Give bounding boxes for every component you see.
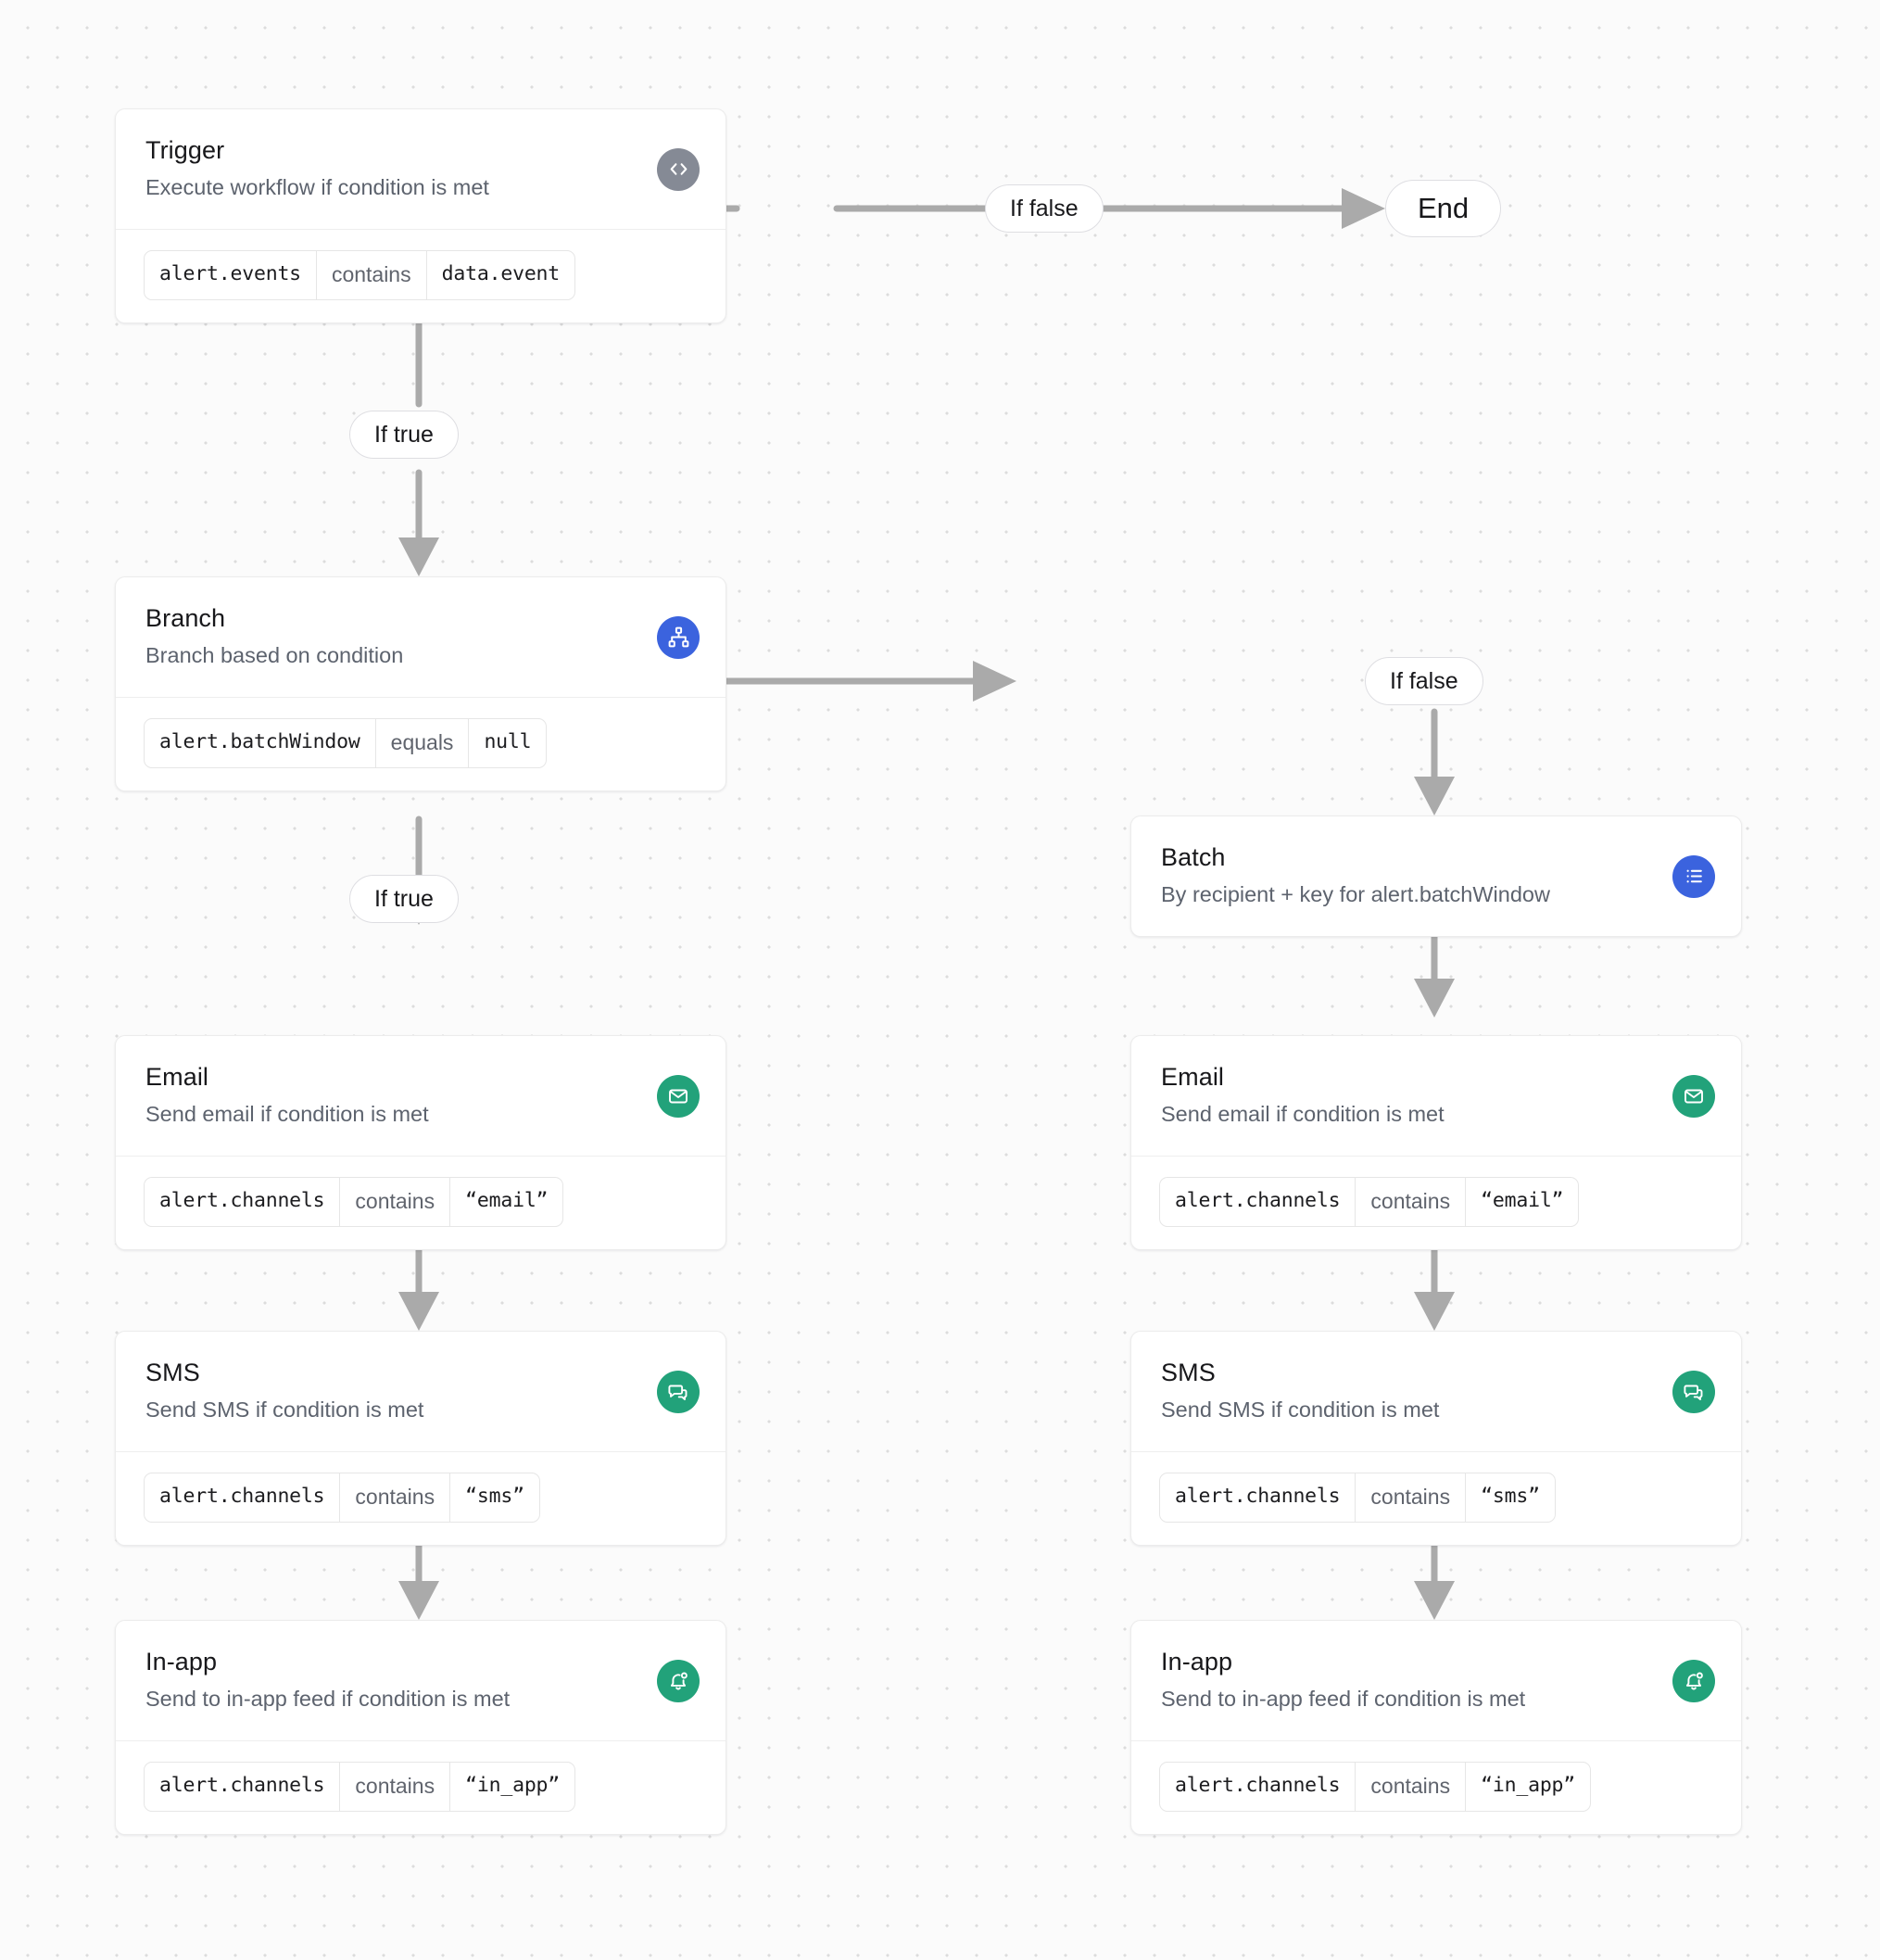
- condition-operator: contains: [1355, 1473, 1467, 1523]
- node-sms-left-condition: alert.channels contains “sms”: [116, 1451, 726, 1545]
- node-inapp-right-title: In-app: [1161, 1648, 1233, 1675]
- node-email-right[interactable]: Email Send email if condition is met ale…: [1130, 1035, 1742, 1251]
- condition-value: “sms”: [1481, 1485, 1540, 1509]
- condition-field: alert.channels: [159, 1485, 325, 1509]
- condition-pill[interactable]: alert.channels contains “in_app”: [144, 1762, 576, 1813]
- condition-field: alert.channels: [1175, 1485, 1341, 1509]
- condition-field: alert.channels: [159, 1774, 325, 1798]
- condition-pill[interactable]: alert.channels contains “sms”: [1159, 1473, 1556, 1524]
- condition-pill[interactable]: alert.channels contains “email”: [1159, 1177, 1580, 1228]
- node-trigger-header: Trigger Execute workflow if condition is…: [116, 109, 726, 229]
- node-inapp-left-subtitle: Send to in-app feed if condition is met: [145, 1686, 511, 1711]
- node-branch-subtitle: Branch based on condition: [145, 642, 404, 667]
- list-icon: [1672, 854, 1715, 898]
- condition-value: “in_app”: [1481, 1774, 1576, 1798]
- node-email-right-subtitle: Send email if condition is met: [1161, 1101, 1445, 1126]
- condition-field: alert.channels: [1175, 1774, 1341, 1798]
- condition-pill[interactable]: alert.events contains data.event: [144, 250, 576, 301]
- node-inapp-right-header: In-app Send to in-app feed if condition …: [1131, 1621, 1741, 1740]
- node-sms-right-title: SMS: [1161, 1359, 1216, 1386]
- condition-pill[interactable]: alert.channels contains “in_app”: [1159, 1762, 1592, 1813]
- node-email-right-condition: alert.channels contains “email”: [1131, 1156, 1741, 1249]
- bell-icon: [657, 1659, 700, 1702]
- node-sms-right[interactable]: SMS Send SMS if condition is met alert.c…: [1130, 1331, 1742, 1547]
- node-email-left-condition: alert.channels contains “email”: [116, 1156, 726, 1249]
- condition-field: alert.batchWindow: [159, 730, 360, 754]
- code-brackets-icon: [657, 147, 700, 191]
- condition-operator: equals: [374, 719, 470, 768]
- condition-pill[interactable]: alert.batchWindow equals null: [144, 718, 548, 769]
- condition-value: data.event: [441, 262, 561, 286]
- condition-value: “in_app”: [465, 1774, 561, 1798]
- node-email-right-title: Email: [1161, 1063, 1225, 1091]
- node-batch-subtitle: By recipient + key for alert.batchWindow: [1161, 881, 1550, 906]
- node-sms-right-header: SMS Send SMS if condition is met: [1131, 1332, 1741, 1451]
- condition-operator: contains: [1355, 1763, 1467, 1812]
- condition-value: “email”: [1481, 1189, 1564, 1213]
- condition-value: “email”: [465, 1189, 549, 1213]
- condition-operator: contains: [339, 1763, 451, 1812]
- node-batch-title: Batch: [1161, 843, 1226, 871]
- node-inapp-right-subtitle: Send to in-app feed if condition is met: [1161, 1686, 1526, 1711]
- condition-pill[interactable]: alert.channels contains “email”: [144, 1177, 564, 1228]
- condition-operator: contains: [315, 251, 427, 300]
- hierarchy-icon: [657, 615, 700, 659]
- node-sms-left-title: SMS: [145, 1359, 200, 1386]
- node-inapp-left-condition: alert.channels contains “in_app”: [116, 1740, 726, 1834]
- node-branch-header: Branch Branch based on condition: [116, 577, 726, 697]
- condition-field: alert.channels: [1175, 1189, 1341, 1213]
- edge-label-branch-true[interactable]: If true: [349, 875, 459, 923]
- condition-field: alert.events: [159, 262, 301, 286]
- node-batch[interactable]: Batch By recipient + key for alert.batch…: [1130, 816, 1742, 938]
- node-trigger-title: Trigger: [145, 136, 225, 164]
- node-sms-right-subtitle: Send SMS if condition is met: [1161, 1397, 1440, 1422]
- node-trigger-condition: alert.events contains data.event: [116, 229, 726, 322]
- chat-bubble-icon: [657, 1370, 700, 1413]
- edge-label-branch-false[interactable]: If false: [1365, 657, 1483, 705]
- condition-field: alert.channels: [159, 1189, 325, 1213]
- node-sms-left-header: SMS Send SMS if condition is met: [116, 1332, 726, 1451]
- node-trigger-subtitle: Execute workflow if condition is met: [145, 174, 489, 199]
- node-end[interactable]: End: [1385, 180, 1502, 237]
- condition-pill[interactable]: alert.channels contains “sms”: [144, 1473, 540, 1524]
- node-email-left-header: Email Send email if condition is met: [116, 1036, 726, 1156]
- condition-operator: contains: [1355, 1178, 1467, 1227]
- edge-label-trigger-false[interactable]: If false: [985, 184, 1104, 233]
- node-inapp-right[interactable]: In-app Send to in-app feed if condition …: [1130, 1620, 1742, 1836]
- node-sms-right-condition: alert.channels contains “sms”: [1131, 1451, 1741, 1545]
- node-sms-left-subtitle: Send SMS if condition is met: [145, 1397, 424, 1422]
- envelope-icon: [1672, 1074, 1715, 1118]
- condition-operator: contains: [339, 1473, 451, 1523]
- node-email-left-subtitle: Send email if condition is met: [145, 1101, 429, 1126]
- node-trigger[interactable]: Trigger Execute workflow if condition is…: [115, 108, 726, 324]
- edge-label-trigger-true[interactable]: If true: [349, 411, 459, 459]
- node-branch[interactable]: Branch Branch based on condition alert.b…: [115, 576, 726, 792]
- node-branch-condition: alert.batchWindow equals null: [116, 697, 726, 790]
- node-inapp-left-title: In-app: [145, 1648, 218, 1675]
- node-email-left-title: Email: [145, 1063, 209, 1091]
- condition-operator: contains: [339, 1178, 451, 1227]
- condition-value: null: [484, 730, 532, 754]
- node-inapp-right-condition: alert.channels contains “in_app”: [1131, 1740, 1741, 1834]
- node-inapp-left[interactable]: In-app Send to in-app feed if condition …: [115, 1620, 726, 1836]
- node-email-right-header: Email Send email if condition is met: [1131, 1036, 1741, 1156]
- node-branch-title: Branch: [145, 604, 226, 632]
- bell-icon: [1672, 1659, 1715, 1702]
- chat-bubble-icon: [1672, 1370, 1715, 1413]
- envelope-icon: [657, 1074, 700, 1118]
- node-batch-header: Batch By recipient + key for alert.batch…: [1131, 816, 1741, 936]
- node-sms-left[interactable]: SMS Send SMS if condition is met alert.c…: [115, 1331, 726, 1547]
- node-email-left[interactable]: Email Send email if condition is met ale…: [115, 1035, 726, 1251]
- condition-value: “sms”: [465, 1485, 524, 1509]
- node-inapp-left-header: In-app Send to in-app feed if condition …: [116, 1621, 726, 1740]
